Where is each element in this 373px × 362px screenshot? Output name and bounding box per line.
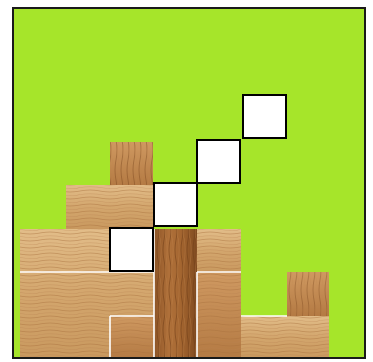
wood-piece-dark-column[interactable]	[154, 229, 197, 358]
wood-piece-small-top[interactable]	[110, 142, 153, 185]
target-cell-2[interactable]	[197, 140, 240, 183]
target-cell-4[interactable]	[110, 228, 153, 271]
wood-piece-step[interactable]	[66, 185, 154, 229]
target-cell-3[interactable]	[154, 183, 197, 226]
wood-piece-bottom-inset[interactable]	[110, 316, 154, 358]
wood-piece-right-mid[interactable]	[197, 229, 241, 273]
wood-piece-far-right[interactable]	[287, 272, 329, 316]
target-cell-1[interactable]	[243, 95, 286, 138]
